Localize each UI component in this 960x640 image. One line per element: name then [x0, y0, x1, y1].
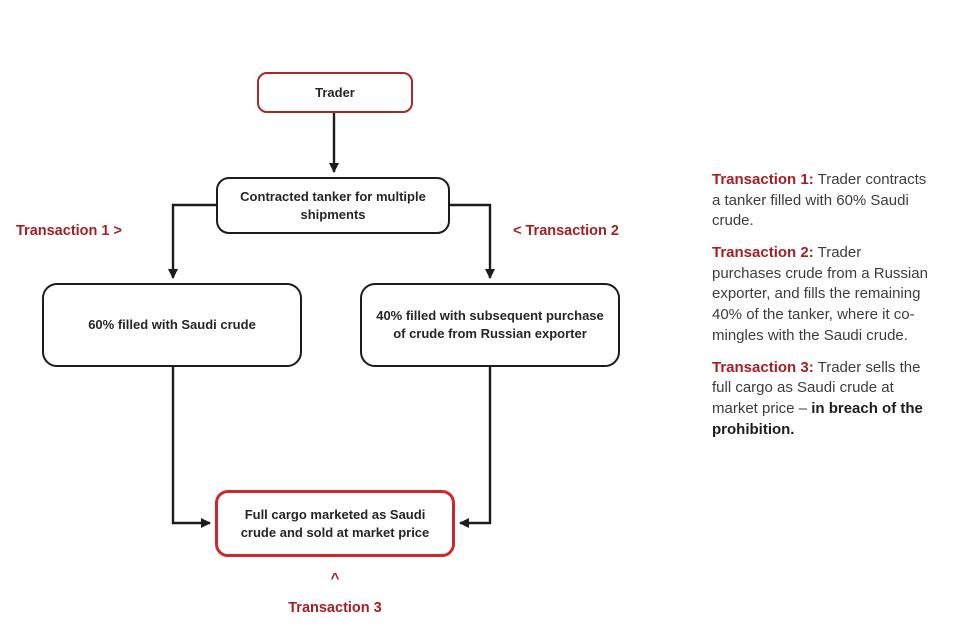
legend-title-transaction-3: Transaction 3:	[712, 358, 814, 376]
node-trader-label: Trader	[315, 84, 355, 100]
node-full-cargo-label: Full cargo marketed as Saudi crude and s…	[240, 506, 430, 540]
legend-title-transaction-1: Transaction 1:	[712, 171, 814, 188]
node-full-cargo: Full cargo marketed as Saudi crude and s…	[215, 490, 455, 557]
legend-bold-transaction-3: in breach of the prohibition.	[712, 399, 923, 438]
node-russian-crude-label: 40% filled with subsequent purchase of c…	[376, 308, 604, 341]
legend-panel: Transaction 1: Trader contracts a tanker…	[712, 170, 928, 451]
label-transaction-2: < Transaction 2	[513, 223, 619, 239]
legend-item-transaction-3: Transaction 3: Trader sells the full car…	[712, 358, 928, 441]
node-contracted-tanker-label: Contracted tanker for multiple shipments	[240, 188, 426, 222]
arrow-saudi-to-cargo	[171, 367, 211, 528]
label-transaction-1: Transaction 1 >	[16, 223, 122, 239]
legend-text-transaction-3: Trader sells the full cargo as Saudi cru…	[712, 358, 921, 417]
caret-up-icon: ^	[330, 570, 340, 587]
node-contracted-tanker: Contracted tanker for multiple shipments	[216, 177, 450, 234]
legend-title-transaction-2: Transaction 2:	[712, 244, 814, 262]
legend-item-transaction-1: Transaction 1: Trader contracts a tanker…	[712, 170, 928, 232]
legend-text-transaction-1: Trader contracts a tanker filled with 60…	[712, 171, 927, 230]
node-russian-crude: 40% filled with subsequent purchase of c…	[360, 283, 620, 367]
arrow-russian-to-cargo	[459, 367, 492, 528]
node-saudi-crude: 60% filled with Saudi crude	[42, 283, 302, 367]
legend-text-transaction-2: Trader purchases crude from a Russian ex…	[712, 244, 928, 344]
node-saudi-crude-label: 60% filled with Saudi crude	[88, 317, 256, 333]
arrow-tanker-to-russian	[450, 203, 495, 279]
label-transaction-3: Transaction 3	[288, 600, 382, 616]
legend-item-transaction-2: Transaction 2: Trader purchases crude fr…	[712, 243, 928, 346]
arrow-tanker-to-saudi	[168, 203, 216, 279]
node-trader: Trader	[257, 72, 413, 113]
